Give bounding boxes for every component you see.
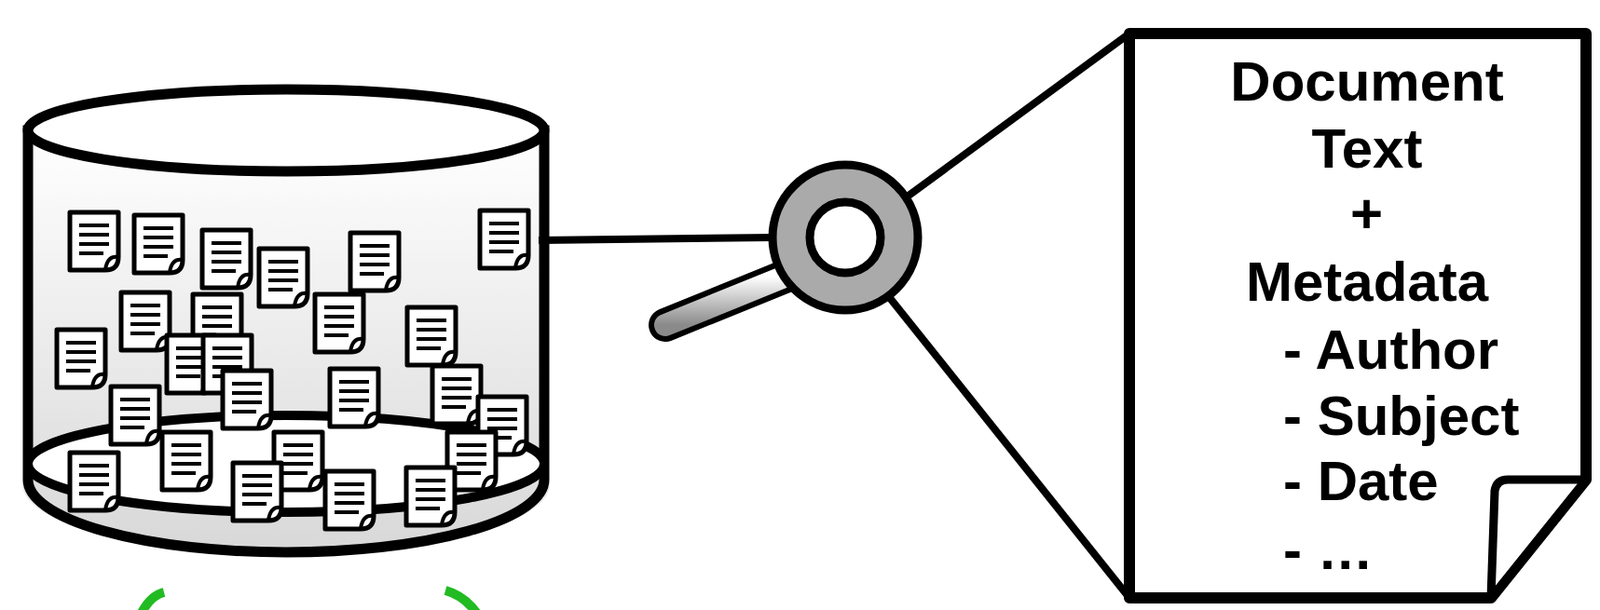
- page-text: Metadata: [1245, 248, 1489, 316]
- zoom-line: [889, 298, 1130, 599]
- magnifier-icon: [665, 164, 918, 326]
- database-cylinder: [22, 89, 550, 556]
- page-fold: [1490, 479, 1587, 599]
- green-arc: [445, 590, 479, 610]
- page-text: +: [1350, 180, 1383, 248]
- page-border: [1129, 33, 1587, 599]
- document-page: Document Text+Metadata- Author- Subject-…: [1123, 27, 1592, 604]
- green-arc: [139, 592, 165, 610]
- page-text: - …: [1283, 517, 1374, 585]
- page-heading: Document Text: [1213, 48, 1521, 183]
- zoom-line: [908, 33, 1130, 196]
- page-text: - Subject: [1283, 382, 1519, 451]
- page-outline: [1123, 27, 1592, 604]
- page-text: - Date: [1283, 448, 1439, 516]
- page-text: - Author: [1283, 316, 1499, 384]
- document-icons: [56, 210, 529, 530]
- leader-line: [538, 237, 774, 241]
